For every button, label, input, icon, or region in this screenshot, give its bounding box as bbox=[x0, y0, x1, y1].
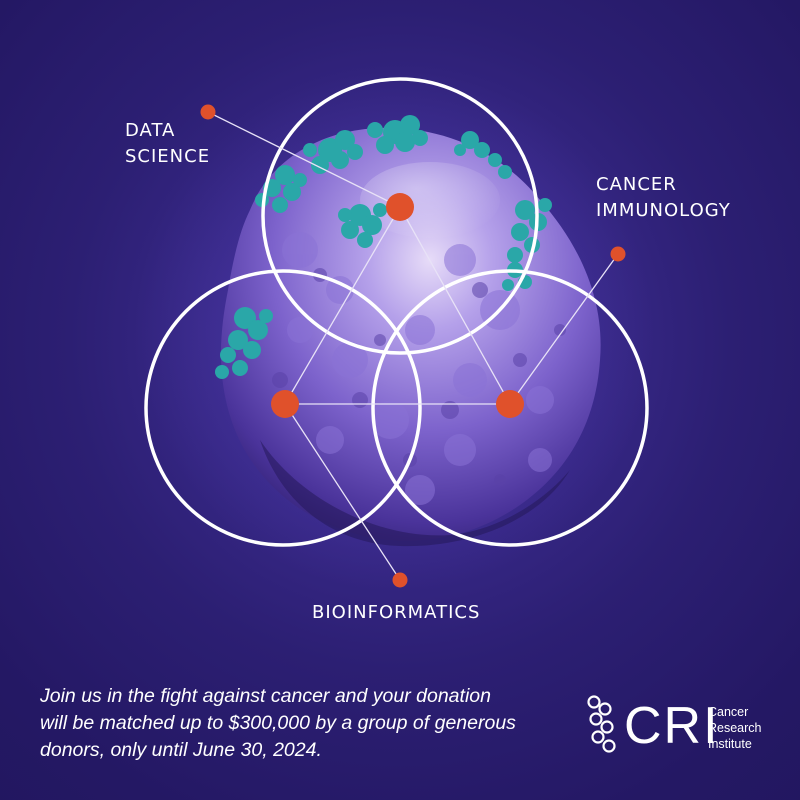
cri-subtitle-line2: Research bbox=[708, 721, 762, 735]
nodes bbox=[200, 104, 626, 588]
node-bioinformatics bbox=[271, 390, 299, 418]
cri-subtitle: Cancer Research Institute bbox=[708, 704, 762, 752]
label-cancer-immunology-line1: CANCER bbox=[596, 174, 677, 195]
node-data-science bbox=[386, 193, 414, 221]
ring-data-science bbox=[261, 77, 539, 355]
label-dot-cancer-immunology bbox=[610, 246, 626, 262]
donation-message-line1: Join us in the fight against cancer and … bbox=[40, 685, 491, 707]
label-data-science-line1: DATA bbox=[125, 120, 176, 141]
label-cancer-immunology-line2: IMMUNOLOGY bbox=[596, 200, 731, 221]
label-dot-bioinformatics bbox=[392, 572, 408, 588]
venn-rings bbox=[144, 77, 649, 547]
cri-subtitle-line3: Institute bbox=[708, 737, 752, 751]
label-cancer-immunology: CANCER IMMUNOLOGY bbox=[596, 172, 731, 224]
label-bioinformatics: BIOINFORMATICS bbox=[312, 602, 481, 623]
donation-message-line3: donors, only until June 30, 2024. bbox=[40, 739, 322, 761]
cell-body bbox=[220, 127, 601, 547]
ring-bioinformatics bbox=[144, 269, 422, 547]
ring-cancer-immunology bbox=[371, 269, 649, 547]
node-cancer-immunology bbox=[496, 390, 524, 418]
donation-message: Join us in the fight against cancer and … bbox=[40, 683, 560, 764]
label-data-science: DATA SCIENCE bbox=[125, 118, 210, 170]
label-dot-data-science bbox=[200, 104, 216, 120]
label-data-science-line2: SCIENCE bbox=[125, 146, 211, 167]
connector-lines bbox=[207, 111, 619, 581]
cri-subtitle-line1: Cancer bbox=[708, 705, 749, 719]
protein-clusters bbox=[215, 115, 552, 379]
cri-wordmark: CRI bbox=[624, 697, 720, 755]
donation-message-line2: will be matched up to $300,000 by a grou… bbox=[40, 712, 516, 734]
cri-logo: CRI Cancer Research Institute bbox=[586, 694, 776, 760]
cri-molecule-icon bbox=[587, 695, 616, 753]
